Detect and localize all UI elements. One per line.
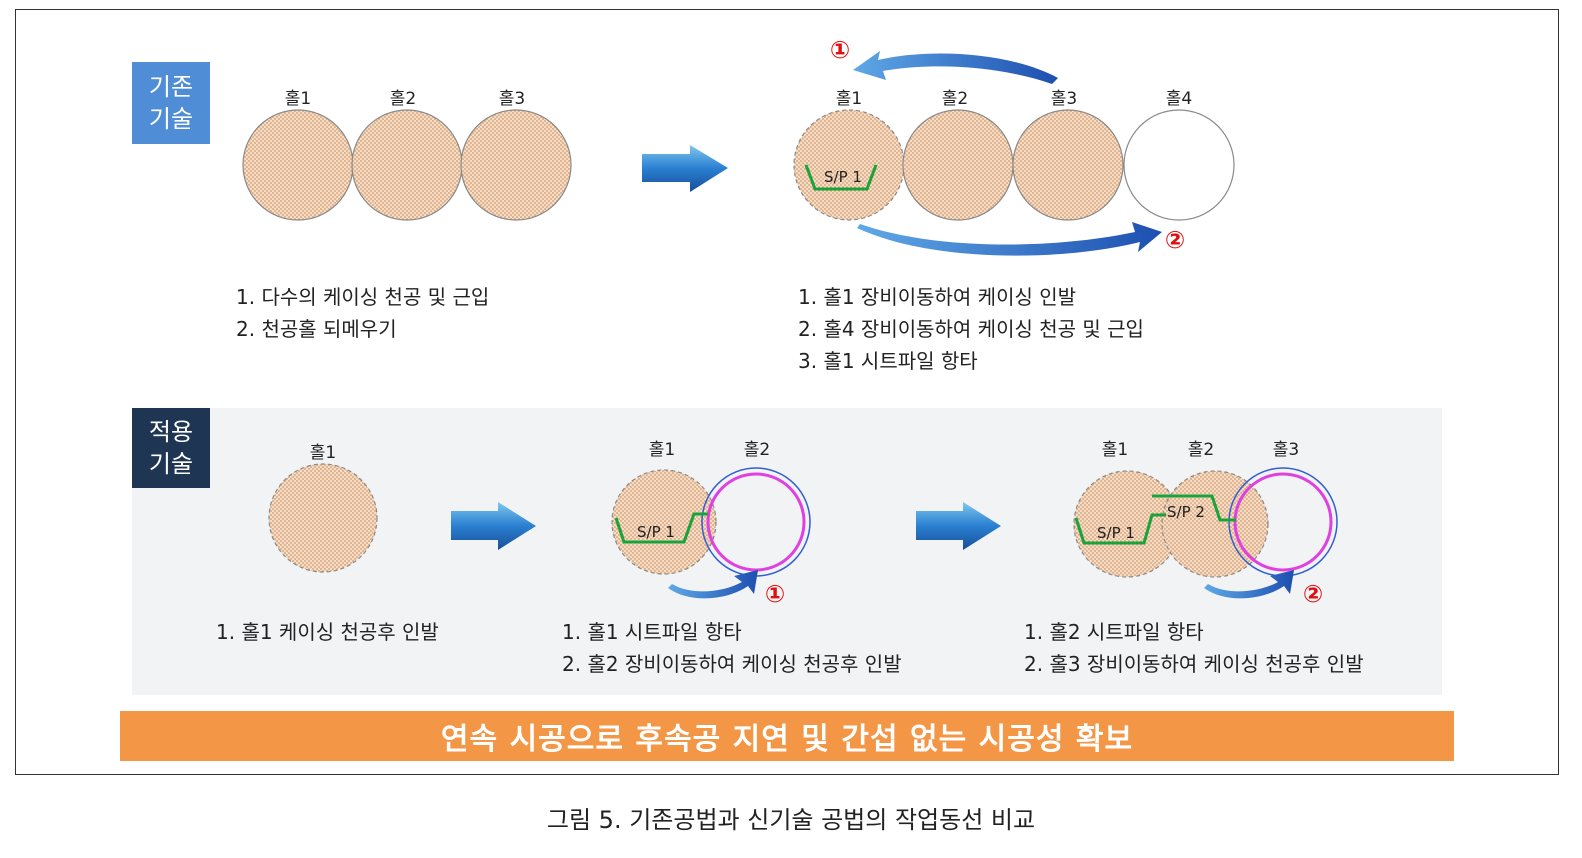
hole-circle bbox=[268, 463, 378, 573]
block-arrow-icon bbox=[642, 145, 728, 192]
applied-technology-tag: 적용 기술 bbox=[132, 408, 210, 488]
conclusion-banner: 연속 시공으로 후속공 지연 및 간섭 없는 시공성 확보 bbox=[120, 711, 1454, 761]
sheet-pile-label: S/P 1 bbox=[637, 523, 675, 541]
block-arrow-icon bbox=[916, 502, 1001, 550]
hole-circle bbox=[902, 109, 1014, 221]
curved-arrow-icon bbox=[1204, 570, 1294, 599]
hole-label: 홀1 bbox=[285, 89, 311, 109]
hole-circle bbox=[460, 109, 572, 221]
step-text: 2. 홀4 장비이동하여 케이싱 천공 및 근입 bbox=[798, 317, 1144, 341]
sheet-pile-line bbox=[1152, 494, 1236, 522]
applied-stage-2: 홀1 홀2 S/P 1 bbox=[611, 440, 811, 577]
sheet-pile-label: S/P 1 bbox=[824, 168, 862, 186]
existing-technology-tag: 기존 기술 bbox=[132, 62, 210, 144]
hole-circle bbox=[242, 109, 354, 221]
step-text: 1. 홀1 장비이동하여 케이싱 인발 bbox=[798, 285, 1077, 309]
casing-outer-ring bbox=[701, 467, 811, 577]
applied-stage-3-steps: 1. 홀2 시트파일 항타 2. 홀3 장비이동하여 케이싱 천공후 인발 bbox=[1024, 616, 1364, 680]
step-marker: ② bbox=[1165, 226, 1185, 254]
applied-stage-3: 홀1 홀2 홀3 S/P 1 S/P 2 bbox=[1073, 440, 1338, 578]
hole-circle bbox=[351, 109, 463, 221]
hole-label: 홀2 bbox=[390, 89, 416, 109]
applied-stage-1: 홀1 bbox=[268, 443, 378, 573]
sheet-pile-line bbox=[1074, 513, 1166, 545]
existing-before-steps: 1. 다수의 케이싱 천공 및 근입 2. 천공홀 되메우기 bbox=[236, 281, 489, 345]
hole-circle bbox=[611, 469, 717, 575]
figure-frame bbox=[15, 9, 1559, 775]
hole-label: 홀2 bbox=[1188, 440, 1214, 460]
sheet-pile-label: S/P 2 bbox=[1167, 503, 1205, 521]
existing-tag-line-2: 기술 bbox=[148, 105, 194, 133]
hole-circle bbox=[1012, 109, 1124, 221]
hole-label: 홀1 bbox=[649, 440, 675, 460]
sheet-pile-line bbox=[804, 164, 878, 191]
sheet-pile-line bbox=[614, 512, 708, 544]
curved-arrow-icon bbox=[668, 570, 758, 599]
hole-label: 홀2 bbox=[744, 440, 770, 460]
hole-label: 홀4 bbox=[1166, 89, 1192, 109]
block-arrow-icon bbox=[451, 502, 536, 550]
hole-label: 홀1 bbox=[310, 443, 336, 463]
applied-tag-line-2: 기술 bbox=[148, 450, 194, 478]
sheet-pile-label: S/P 1 bbox=[1097, 524, 1135, 542]
existing-after-holes: 홀1 홀2 홀3 홀4 S/P 1 bbox=[793, 89, 1235, 221]
existing-tag-line-1: 기존 bbox=[148, 73, 194, 101]
applied-stage-1-steps: 1. 홀1 케이싱 천공후 인발 bbox=[216, 616, 439, 648]
existing-after-steps: 1. 홀1 장비이동하여 케이싱 인발 2. 홀4 장비이동하여 케이싱 천공 … bbox=[798, 281, 1144, 377]
curved-arrow-icon bbox=[857, 222, 1162, 256]
empty-hole-circle bbox=[1123, 109, 1235, 221]
hole-label: 홀1 bbox=[1102, 440, 1128, 460]
hole-label: 홀3 bbox=[499, 89, 525, 109]
step-text: 1. 다수의 케이싱 천공 및 근입 bbox=[236, 285, 490, 309]
hole-label: 홀1 bbox=[836, 89, 862, 109]
step-text: 1. 홀1 시트파일 항타 bbox=[562, 620, 742, 644]
step-text: 1. 홀2 시트파일 항타 bbox=[1024, 620, 1204, 644]
applied-stage-2-steps: 1. 홀1 시트파일 항타 2. 홀2 장비이동하여 케이싱 천공후 인발 bbox=[562, 616, 902, 680]
hole-label: 홀3 bbox=[1051, 89, 1077, 109]
step-text: 2. 홀3 장비이동하여 케이싱 천공후 인발 bbox=[1024, 652, 1364, 676]
figure-caption: 그림 5. 기존공법과 신기술 공법의 작업동선 비교 bbox=[546, 806, 1036, 834]
existing-before-holes: 홀1 홀2 홀3 bbox=[242, 89, 572, 221]
casing-inner-ring bbox=[706, 472, 806, 572]
curved-arrow-icon bbox=[853, 51, 1058, 84]
step-marker: ② bbox=[1303, 580, 1323, 608]
hole-label: 홀3 bbox=[1273, 440, 1299, 460]
casing-inner-ring bbox=[1233, 472, 1333, 572]
step-text: 2. 천공홀 되메우기 bbox=[236, 317, 397, 341]
hole-circle bbox=[793, 109, 905, 221]
step-marker: ① bbox=[830, 36, 850, 64]
step-text: 2. 홀2 장비이동하여 케이싱 천공후 인발 bbox=[562, 652, 902, 676]
hole-label: 홀2 bbox=[942, 89, 968, 109]
step-text: 3. 홀1 시트파일 항타 bbox=[798, 349, 978, 373]
step-marker: ① bbox=[765, 580, 785, 608]
step-text: 1. 홀1 케이싱 천공후 인발 bbox=[216, 620, 439, 644]
applied-tag-line-1: 적용 bbox=[148, 418, 194, 446]
